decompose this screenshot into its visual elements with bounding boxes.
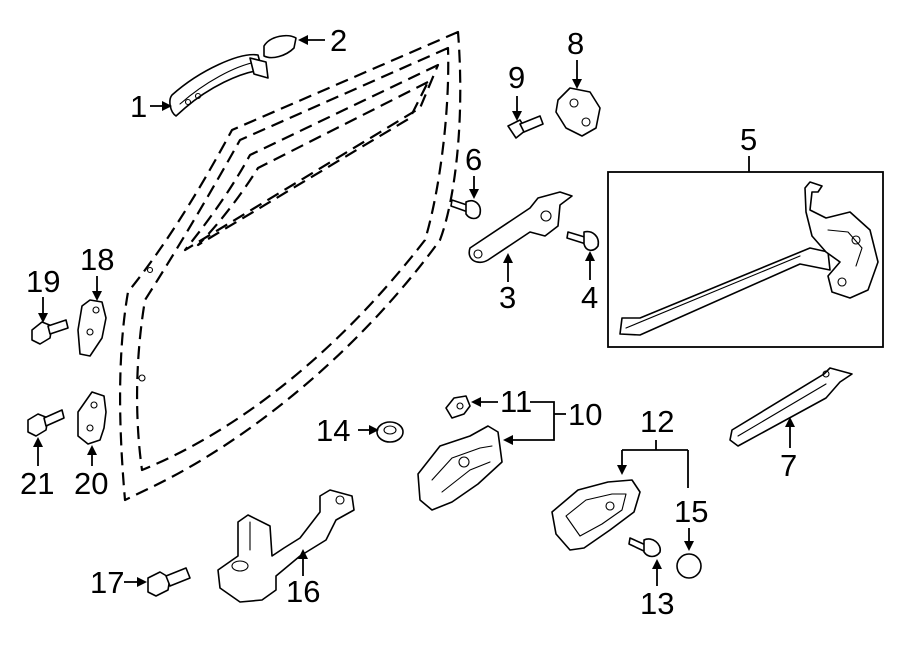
callout-5: 5 bbox=[740, 122, 757, 157]
screw-part-6 bbox=[450, 199, 482, 220]
door-lock-assembly-part bbox=[607, 171, 884, 348]
callout-12: 12 bbox=[640, 404, 674, 439]
upper-hinge-part bbox=[77, 299, 107, 357]
striker-part bbox=[555, 87, 601, 137]
inside-handle-bezel-part bbox=[551, 479, 641, 551]
callout-9: 9 bbox=[508, 60, 525, 95]
callout-7: 7 bbox=[780, 448, 797, 483]
leader-lines bbox=[33, 35, 795, 587]
handle-cover-part bbox=[263, 34, 297, 59]
lower-hinge-part bbox=[77, 391, 107, 445]
bolt-part-4 bbox=[566, 230, 600, 252]
grommet-part bbox=[376, 421, 404, 443]
inside-handle-part bbox=[417, 425, 503, 511]
callout-11: 11 bbox=[500, 384, 532, 419]
callout-numbers: 1 2 9 8 5 6 3 4 18 19 14 11 10 12 7 21 2… bbox=[20, 23, 797, 621]
door-check-part bbox=[217, 489, 355, 603]
hinge-bolt-part-21 bbox=[27, 409, 65, 437]
rear-door-outline bbox=[118, 30, 462, 502]
check-bracket-part bbox=[468, 191, 573, 264]
clip-part bbox=[445, 395, 471, 419]
hinge-bolt-part-19 bbox=[31, 319, 69, 345]
callout-15: 15 bbox=[674, 494, 708, 529]
callout-20: 20 bbox=[74, 466, 108, 501]
callout-8: 8 bbox=[567, 26, 584, 61]
callout-13: 13 bbox=[640, 586, 674, 621]
callout-3: 3 bbox=[499, 280, 516, 315]
callout-19: 19 bbox=[26, 264, 60, 299]
striker-bolt-part bbox=[507, 115, 544, 139]
callout-16: 16 bbox=[286, 574, 320, 609]
callout-21: 21 bbox=[20, 466, 54, 501]
callout-4: 4 bbox=[581, 280, 598, 315]
callout-18: 18 bbox=[80, 242, 114, 277]
callout-10: 10 bbox=[568, 397, 602, 432]
callout-2: 2 bbox=[330, 23, 347, 58]
callout-1: 1 bbox=[130, 89, 147, 124]
outside-handle-part bbox=[169, 53, 269, 117]
screw-part-13 bbox=[628, 537, 662, 558]
callout-14: 14 bbox=[316, 413, 350, 448]
callout-6: 6 bbox=[465, 142, 482, 177]
lock-rod-part bbox=[729, 367, 853, 447]
callout-17: 17 bbox=[90, 565, 124, 600]
bolt-part-17 bbox=[147, 567, 191, 597]
cap-part bbox=[676, 553, 702, 579]
